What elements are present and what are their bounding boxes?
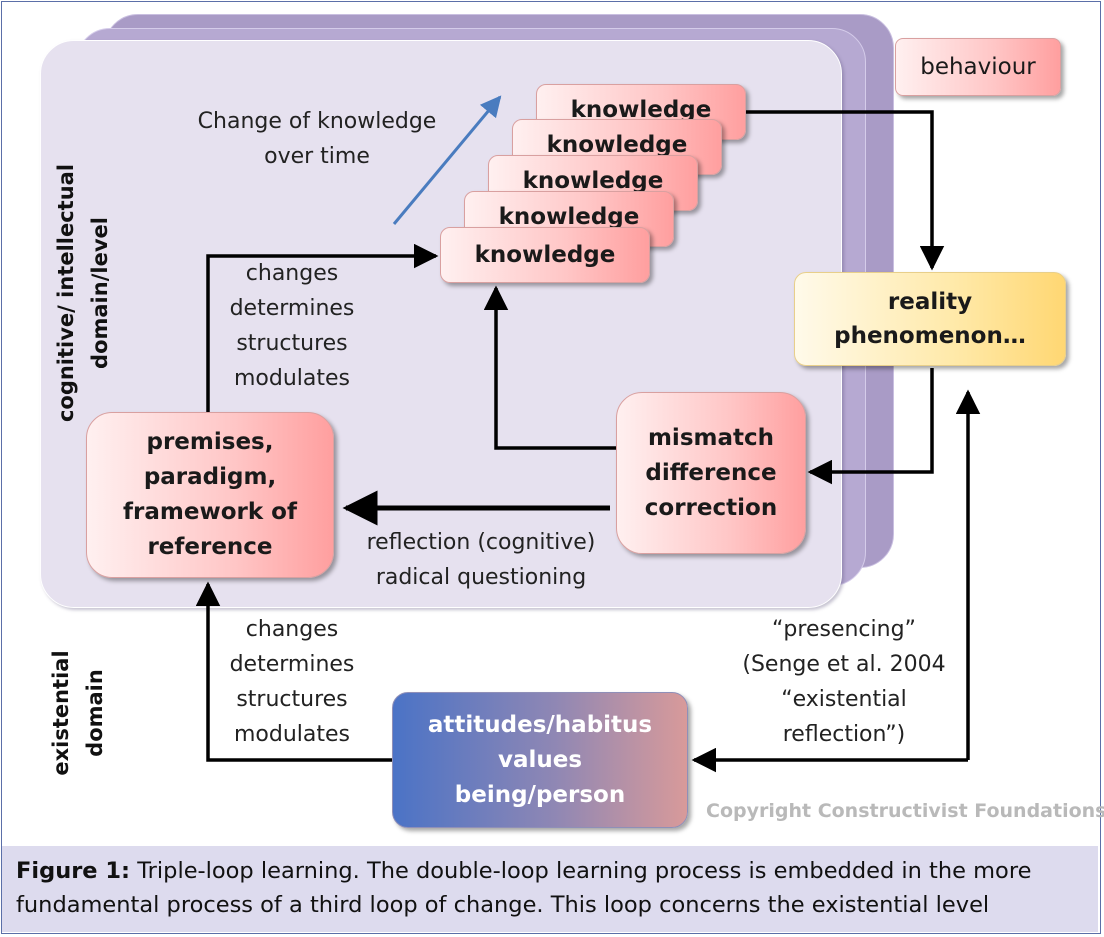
upper-link-label: changes determines structures modulates <box>210 256 374 396</box>
domain-cognitive-line-2: domain/level <box>88 217 112 369</box>
figure-caption: Figure 1: Triple-loop learning. The doub… <box>2 846 1098 932</box>
mismatch-line-2: difference <box>645 459 777 486</box>
copyright-notice: Copyright Constructivist Foundations <box>706 800 1104 822</box>
domain-cognitive-line-1: cognitive/ intellectual <box>54 163 78 423</box>
presencing-label: “presencing” (Senge et al. 2004 “existen… <box>726 612 962 752</box>
upper-link-line-1: changes <box>245 261 339 286</box>
lower-link-line-2: determines <box>229 652 355 677</box>
premises-box: premises, paradigm, framework of referen… <box>86 412 334 578</box>
knowledge-box-1: knowledge <box>440 227 650 283</box>
caption-label: Figure 1: <box>16 858 131 884</box>
attitudes-line-3: being/person <box>454 781 626 808</box>
arrow-premises-to-knowledge <box>206 243 439 412</box>
premises-line-3: framework of <box>123 499 297 525</box>
premises-line-2: paradigm, <box>143 464 277 490</box>
reflection-line-2: radical questioning <box>375 565 587 590</box>
attitudes-box: attitudes/habitus values being/person <box>392 692 688 828</box>
change-label-line-2: over time <box>264 144 370 169</box>
upper-link-line-4: modulates <box>233 366 350 391</box>
attitudes-line-1: attitudes/habitus <box>427 711 653 738</box>
upper-link-line-3: structures <box>236 331 348 356</box>
arrow-knowledge-to-reality <box>746 110 945 271</box>
domain-label-cognitive: cognitive/ intellectual domain/level <box>49 143 117 443</box>
time-arrow <box>392 95 502 225</box>
lower-link-label: changes determines structures modulates <box>210 612 374 752</box>
domain-existential-line-2: domain <box>83 669 107 757</box>
mismatch-line-3: correction <box>644 494 778 521</box>
presencing-line-2: (Senge et al. 2004 <box>742 652 946 677</box>
reality-box: reality phenomenon… <box>794 272 1066 366</box>
behaviour-box: behaviour <box>895 38 1061 96</box>
presencing-line-4: reflection”) <box>782 722 906 747</box>
domain-label-existential: existential domain <box>44 633 112 793</box>
presencing-line-1: “presencing” <box>772 617 916 642</box>
presencing-line-3: “existential <box>781 687 907 712</box>
reflection-line-1: reflection (cognitive) <box>366 530 596 555</box>
reality-line-2: phenomenon… <box>834 323 1026 349</box>
premises-line-4: reference <box>147 534 273 560</box>
upper-link-line-2: determines <box>229 296 355 321</box>
reflection-label: reflection (cognitive) radical questioni… <box>346 525 616 595</box>
lower-link-line-4: modulates <box>233 722 350 747</box>
attitudes-line-2: values <box>497 746 583 773</box>
arrow-attitudes-to-premises <box>195 581 392 762</box>
domain-existential-line-1: existential <box>49 650 73 776</box>
mismatch-box: mismatch difference correction <box>616 392 806 554</box>
arrow-reality-to-mismatch <box>807 368 934 485</box>
premises-line-1: premises, <box>146 429 274 455</box>
caption-text: Triple-loop learning. The double-loop le… <box>16 858 1032 918</box>
change-label: Change of knowledge over time <box>186 104 448 174</box>
lower-link-line-1: changes <box>245 617 339 642</box>
change-label-line-1: Change of knowledge <box>197 109 437 134</box>
mismatch-line-1: mismatch <box>647 424 774 451</box>
arrow-mismatch-to-knowledge <box>483 285 616 450</box>
lower-link-line-3: structures <box>236 687 348 712</box>
reality-line-1: reality <box>887 289 973 315</box>
